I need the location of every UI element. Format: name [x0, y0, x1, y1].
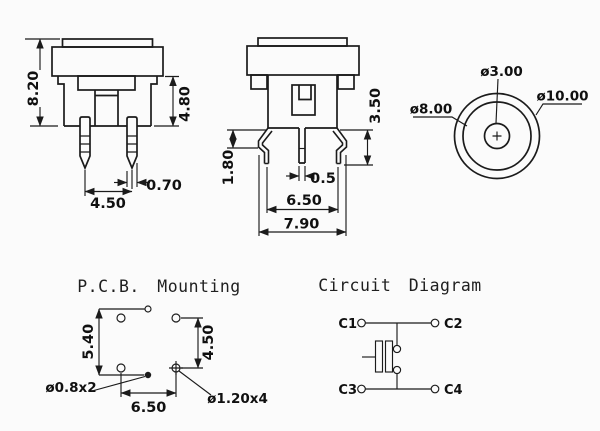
terminal-label-c4: C4: [444, 383, 463, 398]
circuit-diagram: Circuit Diagram C1 C2 C3 C4: [318, 276, 482, 398]
keyhole-recess: [291, 84, 316, 116]
small-holes-leader-line: [91, 375, 146, 392]
actuator-plate-left: [374, 340, 384, 373]
terminal-hole-top-left: [116, 313, 126, 323]
front-view-dimensions: 8.20 4.80 4.50 0.70: [25, 38, 194, 212]
side-view-outline: [246, 37, 360, 165]
center-cross: [492, 131, 502, 141]
switch-contact-upper: [392, 344, 402, 354]
dim-snap-height: 3.50: [368, 88, 384, 124]
label-small-holes: ø0.8x2: [45, 380, 96, 396]
circuit-diagram-title: Circuit Diagram: [318, 276, 482, 295]
right-snap-leg-outer: [336, 127, 348, 164]
terminal-node-c3: [357, 384, 366, 394]
right-snap-leg-inner: [332, 130, 344, 165]
keyhole-slot: [298, 85, 312, 101]
right-ear: [337, 74, 355, 90]
dim-hole-pitch-vertical: 4.50: [201, 325, 217, 361]
dim-center-pin-width: 0.5: [310, 171, 336, 187]
terminal-node-c1: [357, 318, 366, 328]
bezel-leader-line: [535, 103, 582, 116]
inner-housing: [77, 75, 136, 91]
terminal-hole-top-right: [171, 313, 181, 323]
center-post: [94, 90, 119, 126]
terminal-node-c4: [430, 384, 440, 394]
right-pin: [126, 116, 138, 171]
left-pin: [79, 116, 91, 171]
center-contact-pin: [298, 128, 306, 164]
left-snap-leg-outer: [257, 127, 269, 164]
button-cap-side: [257, 37, 348, 47]
snap-hole-bottom: [144, 371, 152, 379]
side-view: 1.80 3.50 0.5 6.50 7.90: [221, 37, 384, 236]
pcb-mounting-title: P.C.B. Mounting: [77, 277, 241, 296]
left-snap-leg-inner: [261, 130, 273, 165]
left-pin-crimps: [80, 135, 90, 153]
switch-contact-lower: [392, 365, 402, 375]
terminal-hole-crosshair: [169, 361, 183, 375]
terminal-hole-bottom-left: [116, 363, 126, 373]
snap-span-extension-lines: [266, 167, 339, 213]
front-view-outline: [51, 38, 164, 171]
dim-pin-spacing: 4.50: [90, 196, 126, 212]
side-view-dimensions: 1.80 3.50 0.5 6.50 7.90: [221, 88, 384, 236]
terminal-label-c2: C2: [444, 317, 463, 332]
dim-plunger-diameter: ø3.00: [480, 64, 523, 80]
base-right-profile: [150, 76, 158, 126]
dim-base-height: 4.80: [178, 86, 194, 122]
base-left-profile: [57, 76, 65, 126]
overall-width-extension-lines: [258, 155, 347, 236]
dim-total-height: 8.20: [26, 71, 42, 107]
plunger-leader-line: [495, 78, 499, 124]
vertical-pitch-extension-lines: [181, 317, 203, 369]
body-leader-line: [413, 116, 468, 127]
dim-snap-flare: 1.80: [221, 150, 237, 186]
dim-pin-width: 0.70: [146, 178, 182, 194]
snap-hole-top: [144, 305, 152, 313]
plunger-circle: [483, 122, 511, 150]
switch-body: [51, 46, 164, 77]
terminal-label-c1: C1: [338, 317, 357, 332]
terminal-label-c3: C3: [338, 383, 357, 398]
left-ear: [250, 74, 268, 90]
top-view: ø3.00 ø8.00 ø10.00: [410, 64, 589, 180]
dim-hole-pitch-horizontal: 6.50: [131, 400, 167, 416]
terminal-holes-leader-line: [178, 370, 212, 396]
button-cap: [61, 38, 154, 48]
pcb-mounting: P.C.B. Mounting 5.40 4.50 6.50 ø0.8x2 ø1…: [45, 277, 267, 416]
terminal-node-c2: [430, 318, 440, 328]
center-pin-extension-lines: [298, 166, 306, 181]
dim-body-diameter: ø8.00: [410, 102, 453, 118]
right-pin-crimps: [127, 135, 137, 153]
small-hole-extension-lines: [99, 308, 145, 376]
lower-body-side: [267, 75, 338, 129]
dim-bezel-diameter: ø10.00: [537, 89, 589, 105]
actuator-plate-right: [384, 340, 394, 373]
dim-snap-span: 6.50: [286, 193, 322, 209]
switch-body-side: [246, 45, 360, 76]
front-view: 8.20 4.80 4.50 0.70: [25, 38, 194, 212]
dim-overall-width: 7.90: [284, 217, 320, 233]
label-terminal-holes: ø1.20x4: [207, 391, 268, 407]
dim-small-hole-pitch: 5.40: [81, 324, 97, 360]
